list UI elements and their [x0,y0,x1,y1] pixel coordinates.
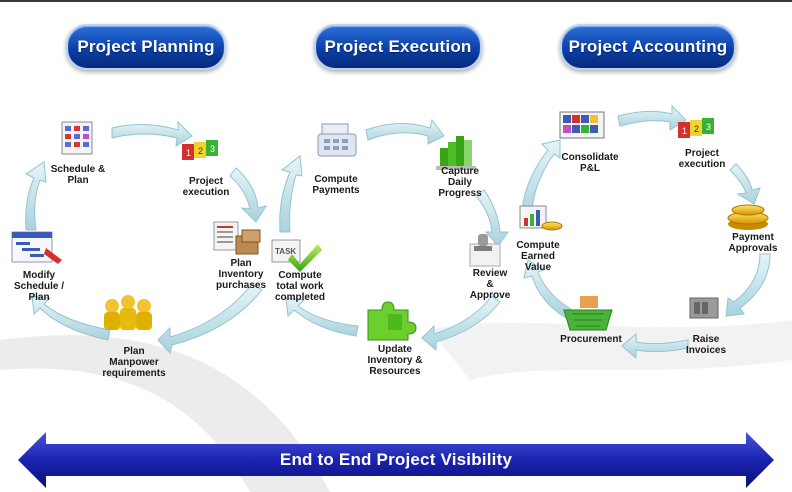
arrow-modify-to-schedule [25,161,47,231]
arrow-manpower-to-modify [31,295,111,341]
consolidate-grid-icon [559,111,605,139]
arrow-capture-to-review [475,189,509,247]
svg-text:1: 1 [682,126,687,136]
project-planning-label: Project Planning [77,37,215,56]
schedule-chart-icon [11,231,62,264]
label-schedule-plan: Schedule & Plan [50,164,106,186]
svg-text:3: 3 [706,122,711,132]
calendar-icon [61,121,93,155]
arrow-update-to-compute [285,297,359,337]
project-execution-pill[interactable]: Project Execution [314,24,482,70]
label-plan-manpower: Plan Manpower requirements [102,346,166,379]
label-modify-schedule: Modify Schedule / Plan [13,270,64,303]
svg-text:1: 1 [186,148,191,158]
gold-coins-icon [727,204,769,230]
project-accounting-pill[interactable]: Project Accounting [560,24,736,70]
arrow-earned-to-consolidate [521,139,561,223]
task-check-icon: TASK [271,239,322,272]
label-compute-earned-value: Compute Earned Value [516,240,560,273]
arrow-execution-to-inventory [229,167,268,223]
banner-title: End to End Project Visibility [279,450,513,469]
label-plan-inventory: Plan Inventory purchases [215,258,267,291]
arrow-inventory-to-manpower [157,283,263,355]
arrow-schedule-to-execution [111,120,193,147]
progress-bars-icon [436,136,476,170]
puzzle-pieces-icon [367,301,417,341]
accounting-cycle-arrows [521,104,771,360]
svg-text:TASK: TASK [275,247,296,256]
svg-text:2: 2 [694,124,699,134]
label-raise-invoices: Raise Invoices [685,334,727,356]
arrow-payment-to-invoices [725,253,771,317]
arrow-consolidate-to-execution [617,104,687,131]
label-update-inventory: Update Inventory & Resources [367,344,423,377]
top-rule [0,0,792,2]
inventory-boxes-icon [213,221,261,255]
numbered-steps-icon-accounting: 1 2 3 [678,118,714,138]
label-compute-total-work: Compute total work completed [274,270,325,303]
svg-text:3: 3 [210,144,215,154]
earned-value-chart-icon [519,205,563,231]
label-accounting-project-execution: Project execution [678,148,726,170]
arrow-execution-to-payment [729,163,761,205]
visibility-banner-arrow [18,432,774,488]
label-capture-progress: Capture Daily Progress [438,166,482,199]
arrow-compute-to-payments [279,155,303,233]
label-planning-project-execution: Project execution [182,176,230,198]
project-planning-pill[interactable]: Project Planning [66,24,226,70]
svg-text:2: 2 [198,146,203,156]
stamp-review-icon [469,234,501,267]
numbered-steps-icon: 1 2 3 [182,140,218,160]
workers-icon [104,295,152,330]
arrow-invoices-to-procurement [621,332,689,360]
project-execution-label: Project Execution [324,37,472,56]
label-payment-approvals: Payment Approvals [728,232,778,254]
label-review-approve: Review & Approve [469,268,511,301]
invoice-printer-icon [689,297,719,319]
cash-register-icon [317,123,357,157]
arrow-payments-to-capture [365,118,445,145]
shopping-basket-icon [563,296,613,331]
planning-cycle-arrows [25,120,268,355]
label-procurement: Procurement [560,334,622,345]
arrow-review-to-update [421,295,501,352]
label-compute-payments: Compute Payments [312,174,360,196]
arrow-procurement-to-earned [523,259,573,319]
label-consolidate-pl: Consolidate P&L [561,152,619,174]
execution-cycle-arrows [279,118,509,352]
project-accounting-label: Project Accounting [568,37,728,56]
